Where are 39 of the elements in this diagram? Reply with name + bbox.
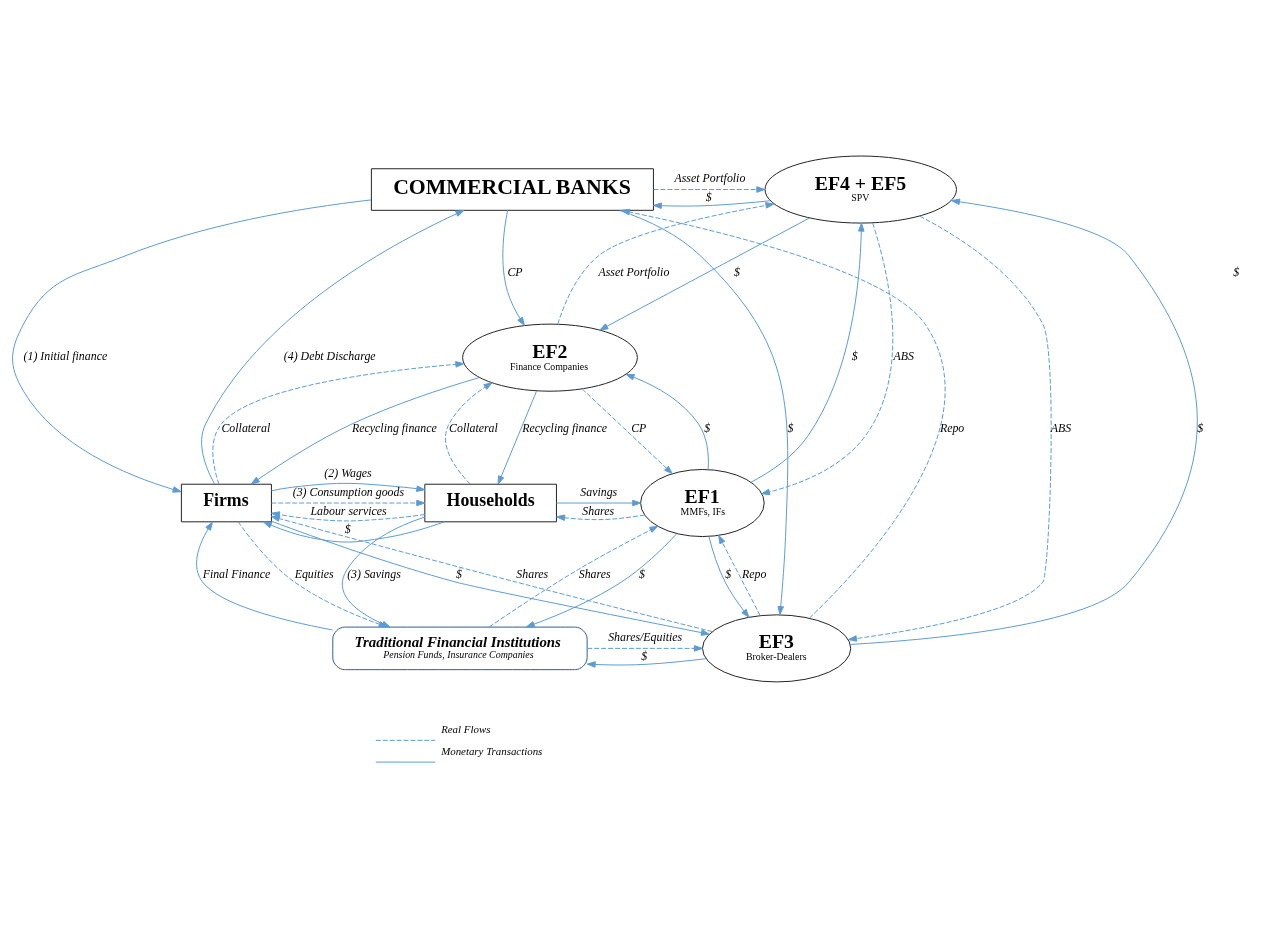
- edge-label: $: [639, 566, 646, 581]
- edge-label: CP: [507, 264, 523, 279]
- edge-label: $: [704, 420, 711, 435]
- edge-label: Collateral: [221, 420, 271, 435]
- edge-label: ABS: [1050, 420, 1072, 435]
- edge-label: Labour services: [310, 503, 387, 517]
- edge-label: Shares: [578, 566, 611, 581]
- edge-label: (1) Initial finance: [23, 348, 108, 363]
- edge-label: (4) Debt Discharge: [283, 348, 376, 363]
- edge-label: $: [851, 348, 858, 363]
- edge-label: Savings: [580, 484, 618, 499]
- edge-label: $: [1197, 420, 1204, 435]
- edge-label: $: [787, 420, 794, 435]
- edge-label: $: [725, 566, 732, 581]
- edge-label: $: [705, 189, 712, 204]
- edge-label: Recycling finance: [522, 420, 607, 435]
- edge-label: Collateral: [449, 420, 498, 435]
- edge-label: Shares: [582, 503, 615, 517]
- edge-label: $: [456, 566, 462, 581]
- edge-label: $: [344, 521, 351, 536]
- edge-label: $: [734, 264, 741, 279]
- label: $: [1233, 264, 1240, 279]
- edge-label: Shares/Equities: [608, 629, 683, 644]
- edge-label: (3) Savings: [347, 566, 401, 581]
- edge-label: Asset Portfolio: [674, 170, 746, 185]
- legend-label: Real Flows: [441, 722, 491, 735]
- edge-label: Equities: [294, 566, 334, 581]
- edge-label: Asset Portfolio: [598, 264, 670, 279]
- edge-label: Repo: [741, 566, 767, 581]
- edge-label: (3) Consumption goods: [292, 484, 405, 499]
- edge-label: (2) Wages: [324, 465, 372, 480]
- edge-label: Shares: [516, 566, 549, 581]
- edge-label: $: [641, 648, 648, 663]
- edge-label: CP: [631, 420, 647, 435]
- edge-label: ABS: [893, 348, 914, 363]
- edge-label: Final Finance: [202, 566, 271, 581]
- legend-label: Monetary Transactions: [441, 744, 543, 757]
- edge-label: Recycling finance: [352, 420, 437, 435]
- edge-label: Repo: [939, 420, 965, 435]
